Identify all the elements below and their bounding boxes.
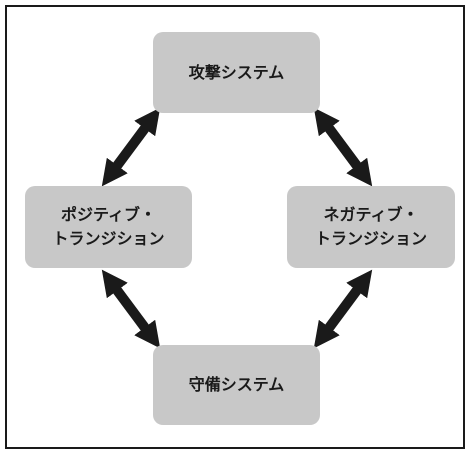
node-negative-transition: ネガティブ・ トランジション (287, 186, 455, 268)
node-attack-system: 攻撃システム (153, 32, 320, 113)
node-label: ポジティブ・ トランジション (52, 205, 165, 248)
node-label: 守備システム (188, 375, 285, 394)
node-defense-system: 守備システム (153, 345, 320, 425)
arrow-top-right (313, 107, 373, 187)
node-positive-transition: ポジティブ・ トランジション (25, 186, 192, 268)
node-label: ネガティブ・ トランジション (314, 205, 427, 248)
arrow-right-bottom (313, 269, 373, 349)
arrow-top-left (101, 107, 161, 187)
node-label: 攻撃システム (188, 62, 285, 82)
diagram-frame (5, 5, 465, 449)
arrow-left-bottom (101, 269, 161, 349)
